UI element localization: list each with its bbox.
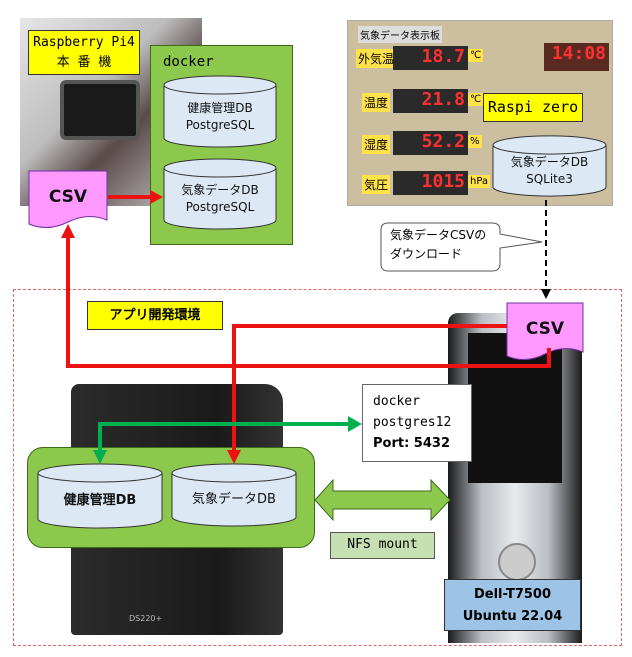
raspi-zero-label: Raspi zero: [483, 93, 583, 122]
nfs-mount-label: NFS mount: [330, 532, 435, 559]
reading-display: 52.2: [393, 131, 468, 155]
cylinder-shape: [492, 135, 607, 197]
clock-display: 14:08: [544, 43, 609, 71]
unit-tag: ℃: [468, 93, 484, 106]
download-callout: 気象データCSVの ダウンロード: [380, 222, 543, 272]
board-tag: 外気温: [356, 49, 397, 68]
csv-label: CSV: [48, 187, 88, 207]
pi-health-db-cylinder: 健康管理DB PostgreSQL: [163, 75, 277, 148]
reading-display: 21.8: [393, 89, 468, 113]
db-engine: PostgreSQL: [185, 117, 255, 132]
cylinder-shape: [163, 158, 277, 230]
pi-weather-db-cylinder: 気象データDB PostgreSQL: [163, 158, 277, 230]
unit-tag: hPa: [468, 175, 491, 188]
dev-csv-document: CSV: [506, 302, 584, 364]
download-dashed-arrow: [541, 200, 551, 299]
cylinder-shape: [163, 75, 277, 148]
zero-weather-db-cylinder: 気象データDB SQLite3: [492, 135, 607, 197]
dell-logo-icon: [498, 543, 536, 581]
cylinder-shape: [171, 463, 297, 527]
callout-text: ダウンロード: [390, 247, 463, 261]
pi4-label-name: Raspberry Pi4: [33, 35, 135, 50]
dev-environment-label: アプリ開発環境: [87, 301, 223, 330]
dev-csv-to-pi-csv-arrow: [61, 224, 551, 368]
docker-label: docker: [163, 54, 214, 70]
db-name: 健康管理DB: [63, 493, 137, 508]
reading-display: 18.7: [393, 46, 468, 70]
db-name: 健康管理DB: [187, 100, 253, 115]
board-tag: 温度: [362, 93, 391, 112]
pi4-label-role: 本 番 機: [56, 55, 112, 70]
unit-tag: ℃: [468, 49, 484, 62]
pi4-label: Raspberry Pi4 本 番 機: [28, 30, 140, 75]
postgres-version: postgres12: [373, 415, 452, 430]
document-shape: [28, 170, 108, 228]
dev-environment-border: [13, 289, 622, 646]
dev-weather-db-cylinder: 気象データDB: [171, 463, 297, 528]
docker-postgres-box: docker postgres12 Port: 5432: [362, 384, 472, 462]
db-engine: SQLite3: [526, 172, 573, 186]
pi-csv-document: CSV: [28, 170, 108, 232]
csv-label: CSV: [525, 319, 565, 339]
nas-model-label: DS220+: [129, 614, 163, 623]
document-shape: [506, 302, 584, 360]
docker-label: docker: [373, 394, 420, 409]
cylinder-shape: [37, 463, 163, 529]
reading-display: 1015: [393, 171, 468, 195]
dev-csv-to-weather-db-arrow: [227, 324, 507, 464]
dell-os: Ubuntu 22.04: [462, 609, 563, 624]
dell-model: Dell-T7500: [473, 587, 552, 602]
nfs-double-arrow: [314, 478, 451, 522]
board-title: 気象データ表示板: [358, 26, 442, 43]
pi-csv-to-db-arrow: [108, 190, 163, 204]
db-name: 気象データDB: [510, 155, 589, 169]
board-tag: 湿度: [362, 135, 391, 154]
db-engine: PostgreSQL: [185, 200, 255, 214]
callout-shape: [380, 222, 543, 272]
dell-label: Dell-T7500 Ubuntu 22.04: [444, 579, 581, 631]
port-label: Port: 5432: [373, 436, 450, 451]
db-name: 気象データDB: [192, 492, 276, 507]
callout-text: 気象データCSVの: [390, 228, 487, 242]
dev-health-db-cylinder: 健康管理DB: [37, 463, 163, 530]
docker-to-health-db-arrow: [93, 416, 362, 464]
db-name: 気象データDB: [181, 183, 259, 197]
unit-tag: %: [468, 135, 482, 148]
board-tag: 気圧: [362, 175, 391, 194]
pi-fan-image: [60, 80, 140, 140]
